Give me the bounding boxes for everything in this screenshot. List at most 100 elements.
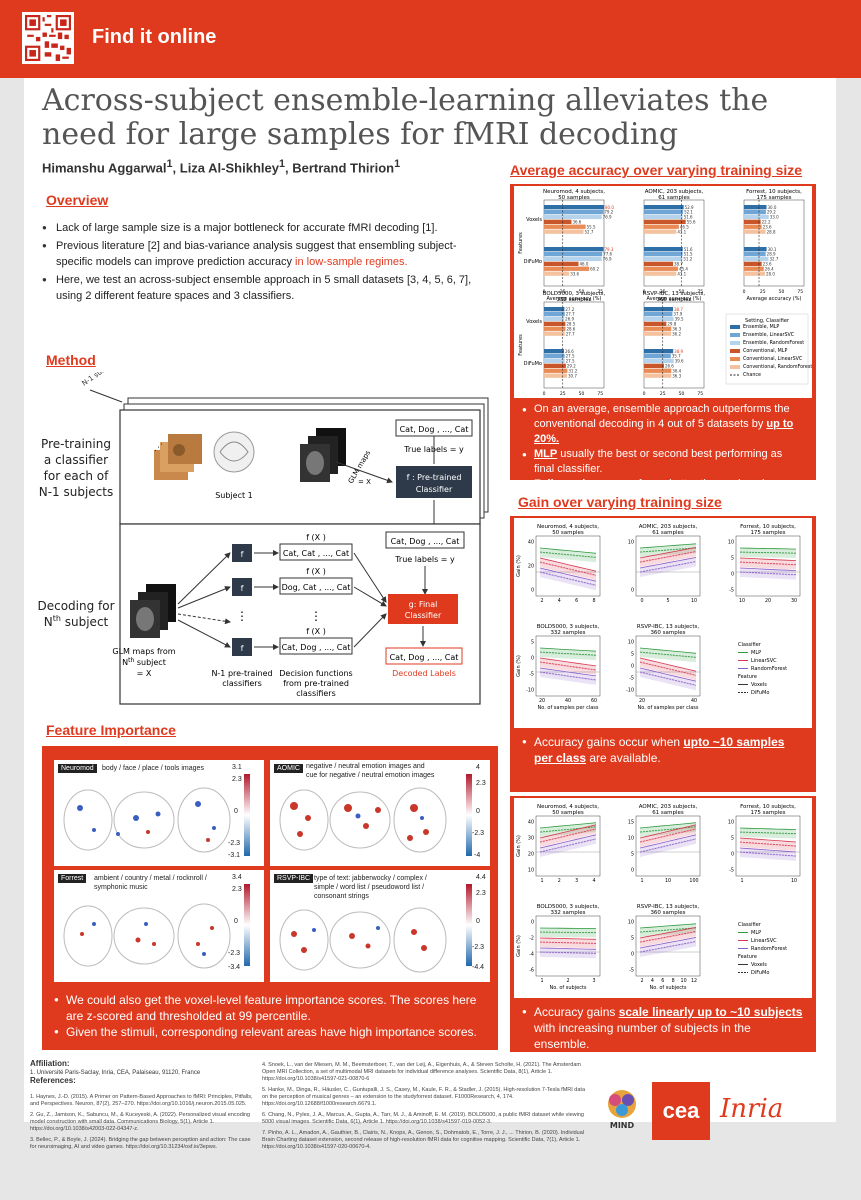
series-line xyxy=(639,651,697,658)
gain-subj-chart: Neuromod, 4 subjects,50 samples403020101… xyxy=(514,798,812,998)
colorbar-bot: -4 xyxy=(474,852,481,859)
ci-band xyxy=(640,824,696,843)
tick-label: 75 xyxy=(697,391,703,397)
bar xyxy=(644,321,667,326)
bar xyxy=(744,219,761,224)
colorbar-mid: 0 xyxy=(476,808,480,815)
ci-band xyxy=(540,824,596,843)
tick-label: 75 xyxy=(597,289,603,295)
panel-title: 332 samples xyxy=(550,910,585,916)
tick-label: 0 xyxy=(631,952,634,958)
tick-label: 10 xyxy=(628,920,634,926)
tick-label: 1 xyxy=(540,978,543,984)
tick-label: 30 xyxy=(528,836,534,842)
legend-entry: MLP xyxy=(751,650,761,656)
glm-maps-stack xyxy=(300,428,346,482)
inria-logo[interactable]: Inria xyxy=(720,1094,784,1124)
panel-frame xyxy=(635,915,701,977)
tick-label: 5 xyxy=(631,852,634,858)
tick-label: 20 xyxy=(528,852,534,858)
refs-heading: References: xyxy=(30,1076,76,1085)
author-list: Himanshu Aggarwal1, Liza Al-Shikhley1, B… xyxy=(42,158,401,176)
reference: 5. Hanke, M., Dinga, R., Häusler, C., Gu… xyxy=(262,1087,586,1107)
bar xyxy=(544,363,566,368)
gain-subj-heading-text: Gain over varying N xyxy=(518,772,651,788)
bar xyxy=(644,316,674,322)
series-line xyxy=(639,661,697,676)
tick-label: 20 xyxy=(528,564,534,570)
mind-logo[interactable]: MIND xyxy=(600,1088,644,1135)
svg-text:f (X ): f (X ) xyxy=(306,627,326,636)
tick-label: 6 xyxy=(661,978,664,984)
bar xyxy=(544,251,603,257)
y-axis-label: Features xyxy=(518,232,524,254)
series-line xyxy=(639,557,697,569)
x-axis-label: No. of samples per class xyxy=(538,705,599,711)
bar xyxy=(744,224,762,229)
bar-value: 35.7 xyxy=(672,354,681,359)
ci-band xyxy=(540,822,596,833)
bar-value: 37.9 xyxy=(673,312,682,317)
ci-band xyxy=(640,543,696,553)
bar-value: 45.4 xyxy=(679,266,688,271)
bar-value: 29.2 xyxy=(767,210,776,215)
bar-value: 52.1 xyxy=(684,210,693,215)
colorbar xyxy=(244,884,250,966)
panel-frame xyxy=(635,635,701,697)
author-affil-sup: 1 xyxy=(166,158,173,170)
acc-panel: RSVP-IBC, 13 subjects,360 samples38.737.… xyxy=(643,291,706,397)
panel-frame xyxy=(735,535,801,597)
panel-frame xyxy=(543,301,605,389)
feature-label: DiFuMo xyxy=(524,361,542,367)
svg-text:g: Final: g: Final xyxy=(409,600,438,609)
bar xyxy=(544,311,565,317)
bar xyxy=(744,214,769,220)
cea-logo[interactable]: cea xyxy=(652,1082,710,1140)
bar xyxy=(644,214,683,220)
legend-swatch xyxy=(730,357,740,361)
panel-caption: type of text: jabberwocky / complex / si… xyxy=(314,875,427,900)
ci-band xyxy=(640,822,696,833)
series-line xyxy=(739,567,797,571)
acc-panel: AOMIC, 203 subjects,61 samples52.952.151… xyxy=(643,189,705,302)
svg-text:f: f xyxy=(241,584,244,593)
bar xyxy=(544,219,572,224)
bar xyxy=(744,256,769,262)
svg-text:Nth subject: Nth subject xyxy=(122,657,166,667)
bar-value: 76.9 xyxy=(603,215,612,220)
colorbar-mid: 0 xyxy=(234,808,238,815)
series-line xyxy=(539,824,597,839)
brain-panel-neuromod: Neuromod body / face / place / tools ima… xyxy=(54,760,264,866)
ci-band xyxy=(540,662,596,675)
series-line xyxy=(639,828,697,843)
bar xyxy=(744,209,766,215)
panel-title: BOLD5000, 3 subjects, xyxy=(537,624,600,630)
svg-text:Classifier: Classifier xyxy=(416,485,453,494)
series-line xyxy=(639,547,697,559)
svg-text:⋮: ⋮ xyxy=(236,609,248,623)
ci-band xyxy=(640,557,696,573)
bar xyxy=(644,331,672,336)
bar xyxy=(644,266,679,271)
reference: 3. Bellec, P., & Boyle, J. (2024). Bridg… xyxy=(30,1137,251,1150)
bar-value: 22.2 xyxy=(762,220,771,225)
overview-heading: Overview xyxy=(46,192,109,208)
panel-title: BOLD5000, 3 subjects, xyxy=(543,291,606,297)
bar-value: 26.6 xyxy=(665,364,674,369)
bar xyxy=(744,229,766,234)
svg-text:= X: = X xyxy=(137,669,152,678)
overview-bullet: Lack of large sample size is a major bot… xyxy=(42,220,482,236)
reference: 6. Chang, N., Pyles, J. A., Marcus, A., … xyxy=(262,1112,584,1125)
bar-value: 77.6 xyxy=(603,252,612,257)
tick-label: 25 xyxy=(760,289,766,295)
bar-value: 43.1 xyxy=(677,271,686,276)
fi-bullet: We could also get the voxel-level featur… xyxy=(54,992,486,1024)
series-line xyxy=(639,561,697,573)
decoded-box-text: Cat, Dog , ..., Cat xyxy=(390,653,459,662)
qr-code-icon[interactable] xyxy=(22,12,74,64)
series-line xyxy=(739,847,797,853)
overview-bullet: Previous literature [2] and bias-varianc… xyxy=(42,238,482,270)
brain-panel-forrest: Forrest ambient / country / metal / rock… xyxy=(54,870,264,982)
